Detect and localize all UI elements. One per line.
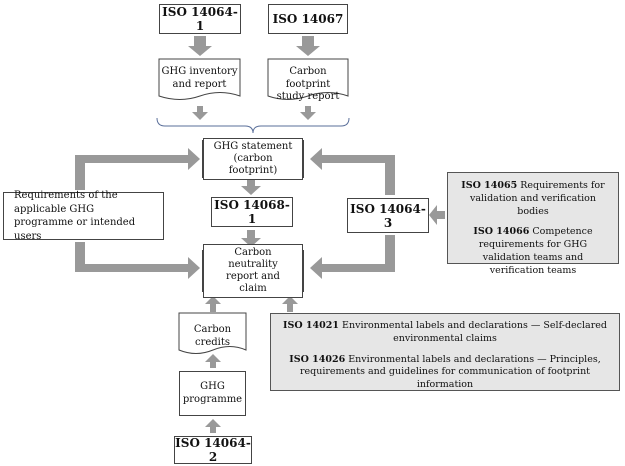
iso-14067-box: ISO 14067 [268, 4, 348, 34]
arrow-iso14067-to-study [296, 36, 320, 56]
iso-14064-1-label: ISO 14064-1 [162, 5, 238, 33]
ghg-statement-line-1: GHG statement [213, 141, 293, 152]
ghg-statement-box: GHG statement (carbon footprint) [202, 138, 304, 180]
requirements-line-1: Requirements of the applicable GHG [14, 190, 118, 215]
iso-14066-code: ISO 14066 [473, 226, 530, 238]
arrow-study-down [300, 106, 316, 120]
doc-carbon-footprint-study [267, 58, 349, 100]
iso-14065-entry: ISO 14065 Requirements for validation an… [456, 180, 610, 218]
requirements-box: Requirements of the applicable GHG progr… [3, 190, 164, 242]
ghg-programme-line-2: programme [182, 393, 243, 405]
iso-14026-entry: ISO 14026 Environmental labels and decla… [279, 354, 611, 392]
arrow-statement-to-14068 [241, 178, 261, 195]
iso-14021-text: Environmental labels and declarations — … [342, 320, 607, 344]
ghg-inventory-line-1: GHG inventory [161, 66, 238, 77]
carbon-neutrality-box: Carbon neutrality report and claim [202, 244, 304, 298]
iso-14064-2-label: ISO 14064-2 [175, 436, 251, 464]
arrow-panel-to-14064-3 [429, 205, 445, 225]
curly-bracket [156, 117, 350, 134]
iso-14068-1-label: ISO 14068-1 [214, 198, 290, 226]
iso-14064-3-box: ISO 14064-3 [347, 198, 429, 233]
arrow-14064-3-to-statement [310, 148, 395, 195]
iso-14064-2-box: ISO 14064-2 [174, 436, 252, 464]
arrow-requirements-to-statement [75, 148, 200, 190]
carbon-credits-line-1: Carbon credits [193, 324, 232, 348]
iso-14065-code: ISO 14065 [461, 180, 518, 191]
iso-14021-entry: ISO 14021 Environmental labels and decla… [279, 320, 611, 346]
requirements-line-2: programme or intended users [14, 217, 136, 242]
ghg-inventory-text: GHG inventory and report [159, 66, 240, 91]
arrow-inventory-down [192, 106, 208, 120]
arrow-requirements-to-neutrality [75, 242, 200, 279]
carbon-credits-text: Carbon credits [179, 324, 246, 349]
iso-14064-1-box: ISO 14064-1 [159, 4, 241, 34]
doc-ghg-inventory [158, 58, 241, 100]
arrow-credits-to-neutrality [205, 296, 221, 312]
ghg-programme-box: GHG programme [179, 371, 246, 416]
arrow-14064-2-to-programme [205, 419, 221, 433]
validation-standards-panel: ISO 14065 Requirements for validation an… [447, 172, 619, 276]
doc-carbon-credits [178, 312, 247, 354]
arrow-iso14064-1-to-inventory [188, 36, 212, 56]
carbon-neutrality-line-1: Carbon neutrality [228, 247, 278, 270]
iso-14065-text: Requirements for validation and verifica… [469, 180, 605, 217]
arrow-programme-to-credits [205, 354, 221, 368]
arrow-14064-3-to-neutrality [310, 235, 395, 279]
carbon-footprint-study-text: Carbon footprint study report [268, 66, 348, 104]
arrow-labels-to-neutrality [282, 296, 298, 312]
iso-14066-entry: ISO 14066 Competence requirements for GH… [456, 226, 610, 277]
iso-14066-text: Competence requirements for GHG validati… [478, 226, 593, 276]
ghg-inventory-line-2: and report [172, 78, 227, 90]
carbon-neutrality-line-2: report and claim [226, 271, 280, 294]
ghg-statement-line-2: (carbon footprint) [228, 153, 278, 176]
iso-14068-1-box: ISO 14068-1 [211, 197, 293, 227]
ghg-statement-inner: GHG statement (carbon footprint) [203, 138, 303, 180]
carbon-footprint-study-line-1: Carbon footprint [285, 66, 331, 90]
iso-14064-3-label: ISO 14064-3 [350, 201, 426, 230]
iso-14067-label: ISO 14067 [272, 12, 344, 26]
carbon-footprint-study-line-2: study report [276, 91, 340, 102]
arrow-14068-to-neutrality [241, 230, 261, 247]
iso-14026-text: Environmental labels and declarations — … [299, 353, 601, 391]
ghg-programme-line-1: GHG [200, 381, 225, 392]
iso-14021-code: ISO 14021 [283, 320, 339, 331]
labels-standards-panel: ISO 14021 Environmental labels and decla… [270, 313, 620, 391]
carbon-neutrality-inner: Carbon neutrality report and claim [203, 244, 303, 298]
iso-14026-code: ISO 14026 [289, 353, 346, 365]
